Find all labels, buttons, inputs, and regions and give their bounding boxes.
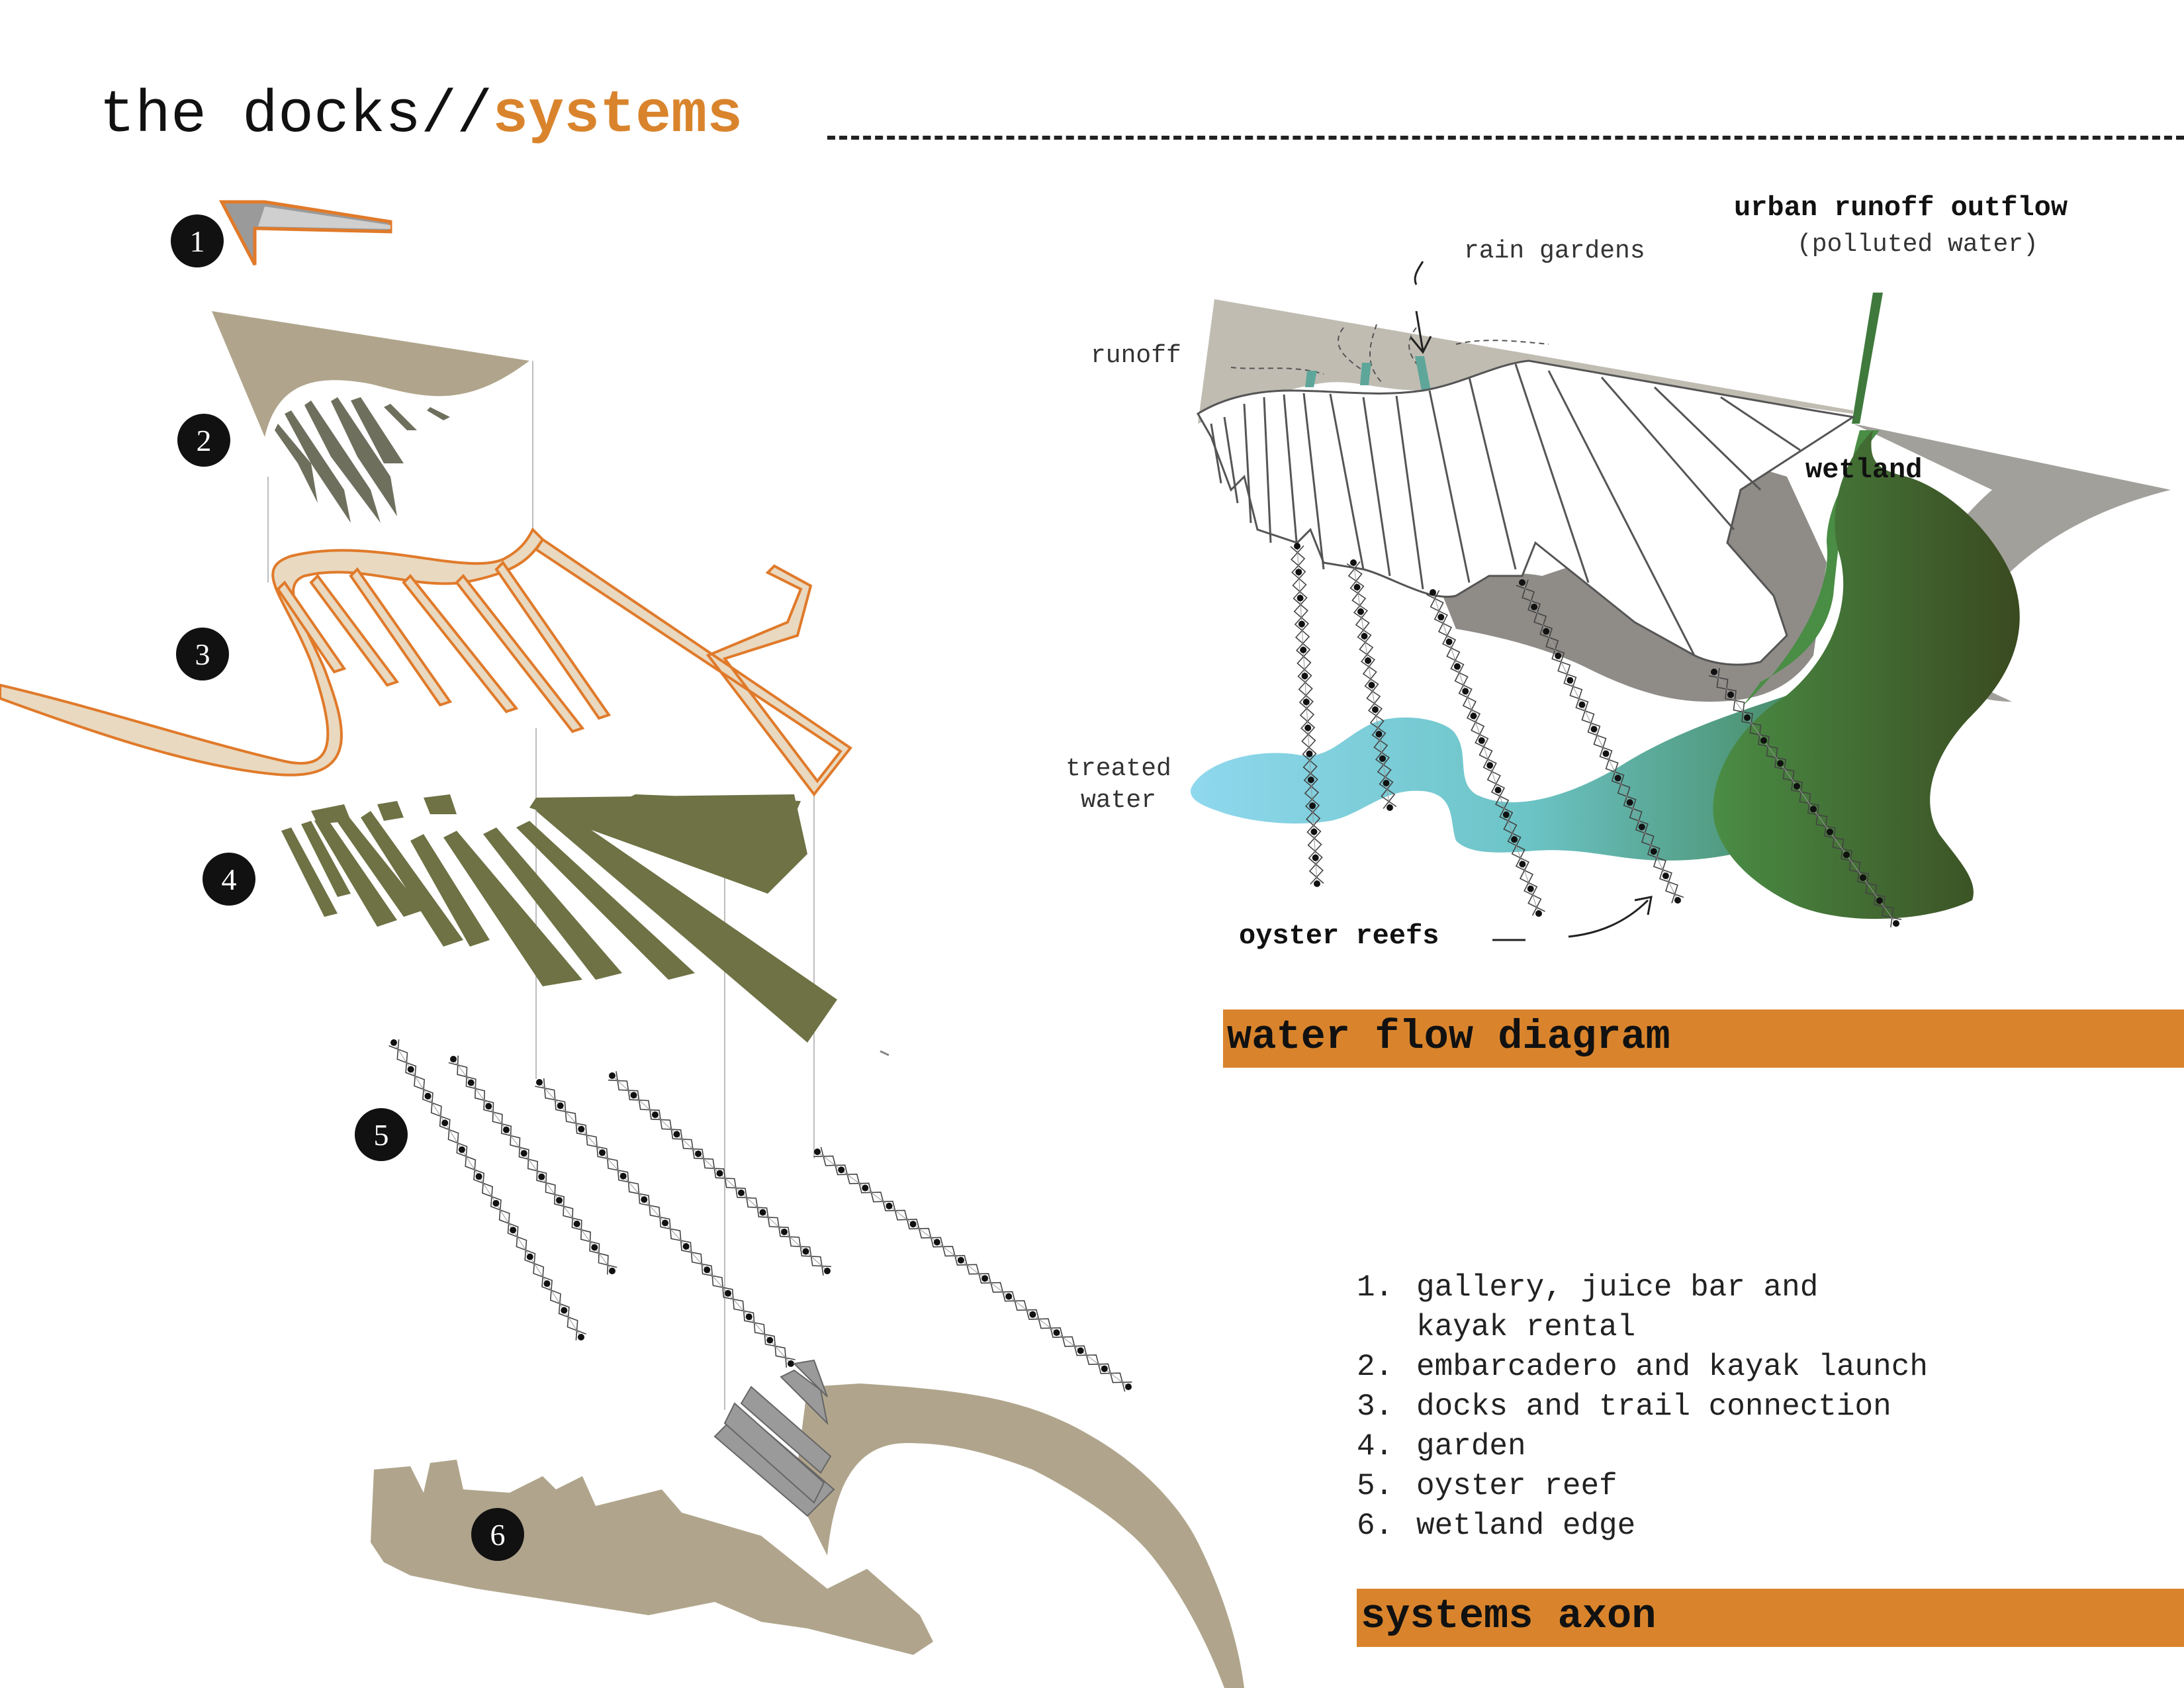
legend-item: 1.gallery, juice bar and [1357,1270,1819,1305]
systems-axon: 1 2 3 4 5 6 [0,200,1244,1688]
layer-2-embarcadero [212,311,529,523]
layer-badge-5: 5 [355,1108,408,1161]
systems-axon-banner: systems axon [1357,1589,2184,1647]
axon-reef-line [608,1071,832,1276]
legend-item: 5.oyster reef [1357,1469,1617,1503]
axon-reef-line [448,1055,617,1275]
rain-gardens-leader [1414,261,1424,285]
svg-text:2: 2 [197,424,212,457]
svg-text:1: 1 [190,224,205,258]
layer-badge-3: 3 [176,628,229,680]
label-polluted-water: (polluted water) [1797,230,2038,259]
svg-text:5: 5 [374,1118,389,1152]
page-title: the docks//systems [99,86,743,146]
flow-reef-line [1516,579,1684,904]
flow-reef-line [1426,589,1545,917]
layer-badges: 1 2 3 4 5 6 [171,214,524,1561]
pier-finger-edges [1210,363,1801,656]
upland-area [1198,299,1853,424]
water-flow-diagram [1191,261,2171,941]
legend-item: 4.garden [1357,1429,1526,1464]
treated-water-channel [1191,679,1863,861]
layer-badge-6: 6 [471,1508,524,1561]
oyster-leader-curve [1568,899,1649,938]
layer-5-oyster-reef [388,1039,1132,1392]
systems-axon-banner-title: systems axon [1361,1593,1657,1640]
title-prefix: the docks// [99,82,493,150]
label-treated: treated [1066,755,1171,783]
water-flow-banner: water flow diagram [1223,1009,2184,1068]
legend-item: kayak rental [1416,1310,1636,1344]
oyster-reef-lines [1290,543,1902,928]
label-water: water [1080,786,1157,815]
rain-garden-beds [1305,356,1431,391]
legend-item: 6.wetland edge [1357,1509,1636,1543]
label-oyster-reefs: oyster reefs [1239,920,1439,952]
label-urban-runoff: urban runoff outflow [1734,192,2068,224]
flow-reef-line [1708,667,1902,928]
label-wetland: wetland [1805,454,1923,486]
legend-item: 3.docks and trail connection [1357,1389,1891,1424]
rain-gardens-arrow [1415,310,1424,352]
layer-3-docks-trail [0,527,852,797]
layer-1-gallery [218,200,392,266]
systems-legend: 1.gallery, juice bar and kayak rental 2.… [1357,1268,1928,1546]
wetland-body [1713,430,2020,919]
title-dashed-rule [827,136,2184,140]
axon-reef-line [813,1147,1132,1392]
svg-text:3: 3 [195,637,210,671]
title-accent: systems [492,82,743,150]
rain-garden-swales [1230,324,1549,385]
oyster-arrowhead [1634,896,1653,915]
label-rain-gardens: rain gardens [1464,237,1645,265]
pier-fingers [1196,359,1856,666]
layer-badge-4: 4 [203,853,255,906]
layer-6-wetland-edge [371,1359,1244,1688]
layer-4-fragment [880,1050,889,1056]
svg-text:6: 6 [490,1518,506,1552]
layer-badge-1: 1 [171,214,224,267]
flow-reef-line [1346,559,1397,811]
axon-reef-line [535,1078,796,1368]
urban-outflow-stream [1852,293,1883,424]
axon-reef-line [388,1039,586,1340]
flow-reef-line [1290,543,1324,887]
legend-item: 2.embarcadero and kayak launch [1357,1350,1928,1384]
rain-gardens-arrowhead [1410,336,1432,354]
layer-4-garden [281,794,837,1043]
water-flow-banner-title: water flow diagram [1227,1013,1670,1060]
svg-text:4: 4 [222,863,237,896]
layer-badge-2: 2 [177,414,230,467]
label-runoff: runoff [1091,342,1181,370]
